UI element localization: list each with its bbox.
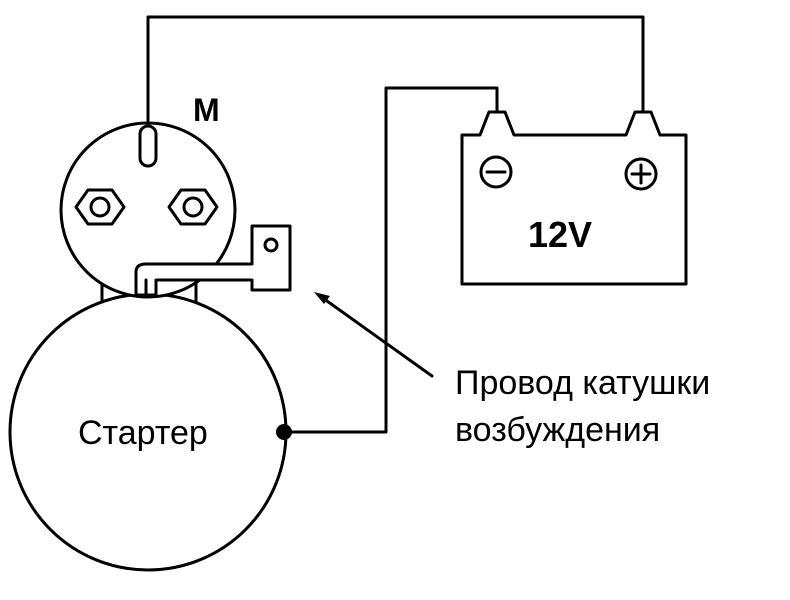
battery-voltage-label: 12V xyxy=(528,214,592,255)
m-terminal xyxy=(138,124,158,168)
callout-label-line2: возбуждения xyxy=(455,411,660,449)
callout-arrowhead xyxy=(314,292,330,304)
starter-label: Стартер xyxy=(78,414,208,452)
solenoid-terminal-label: M xyxy=(193,92,220,128)
plus-icon xyxy=(624,157,658,191)
wire-field-coil-to-battery-negative xyxy=(282,86,499,434)
hex-bolt-left xyxy=(74,188,126,226)
callout-pointer xyxy=(318,294,434,378)
solenoid-body xyxy=(59,121,237,299)
battery xyxy=(460,110,688,286)
field-coil-strap xyxy=(134,224,292,297)
hex-bolt-right xyxy=(167,188,219,226)
minus-icon xyxy=(479,155,513,189)
field-coil-junction-dot xyxy=(276,424,292,440)
wire-m-to-battery-positive xyxy=(146,15,645,134)
callout-label-line1: Провод катушки xyxy=(455,364,710,402)
